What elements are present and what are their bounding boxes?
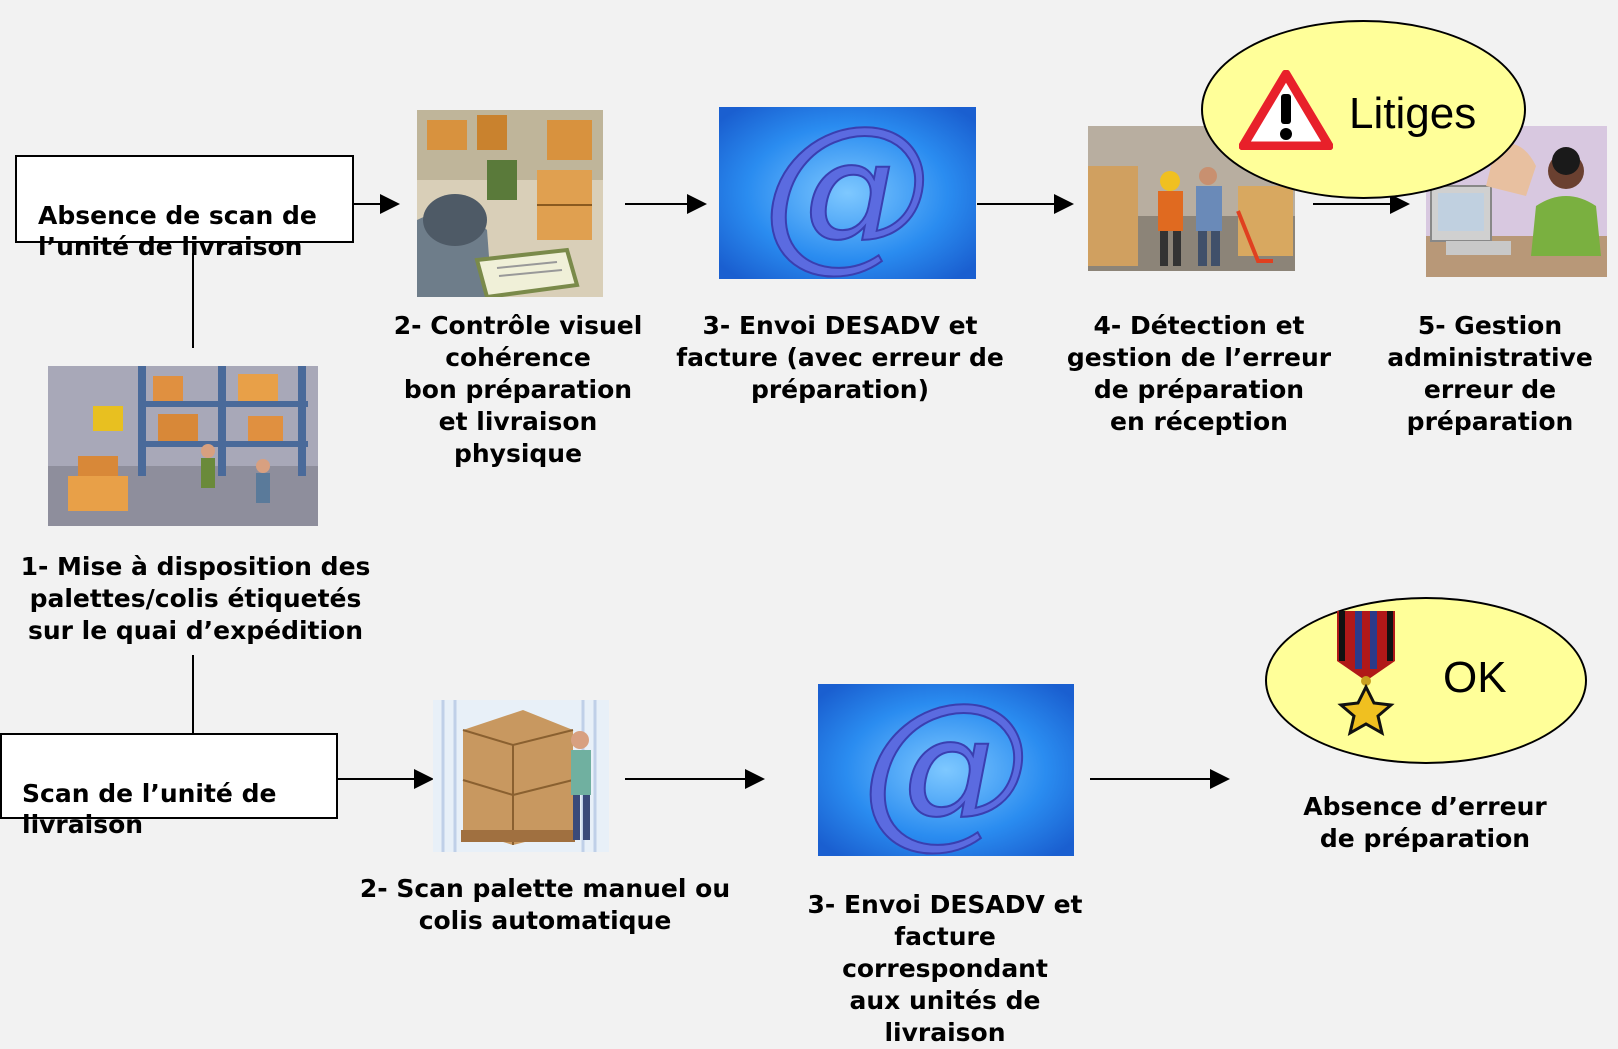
email-illustration-top: @: [719, 107, 976, 279]
ok-label: OK: [1443, 653, 1507, 702]
step-3-desadv-error-caption: 3- Envoi DESADV et facture (avec erreur …: [676, 311, 1004, 404]
flow-connectors: [192, 194, 1410, 789]
email-illustration-bottom: @: [818, 684, 1074, 856]
step-2-scan-caption: 2- Scan palette manuel ou colis automati…: [359, 874, 731, 935]
no-error-result-caption: Absence d’erreur de préparation: [1303, 792, 1547, 853]
step-5-admin-caption: 5- Gestion administrative erreur de prép…: [1387, 311, 1593, 436]
condition-scan-text: Scan de l’unité de livraison: [22, 779, 277, 839]
warning-icon: [1239, 70, 1333, 150]
step-4-detection-caption: 4- Détection et gestion de l’erreur de p…: [1066, 311, 1332, 436]
litiges-callout: Litiges: [1201, 20, 1526, 199]
condition-box-scan: Scan de l’unité de livraison: [0, 733, 338, 839]
ok-callout: OK: [1265, 597, 1587, 764]
warehouse-control-illustration: [417, 110, 603, 297]
litiges-label: Litiges: [1349, 89, 1477, 138]
medal-icon: [1337, 611, 1395, 736]
step-3-desadv-ok-caption: 3- Envoi DESADV et facture correspondant…: [807, 890, 1083, 1047]
pallet-scan-illustration: [433, 700, 609, 852]
step-2-control-caption: 2- Contrôle visuel cohérence bon prépara…: [393, 311, 643, 468]
step-1-dock-caption: 1- Mise à disposition des palettes/colis…: [20, 552, 371, 645]
condition-no-scan-text: Absence de scan de l’unité de livraison: [38, 201, 317, 261]
condition-box-no-scan: Absence de scan de l’unité de livraison: [15, 155, 354, 261]
svg-text:@: @: [762, 107, 932, 279]
svg-text:@: @: [861, 684, 1031, 856]
shipping-dock-illustration: [48, 366, 318, 526]
